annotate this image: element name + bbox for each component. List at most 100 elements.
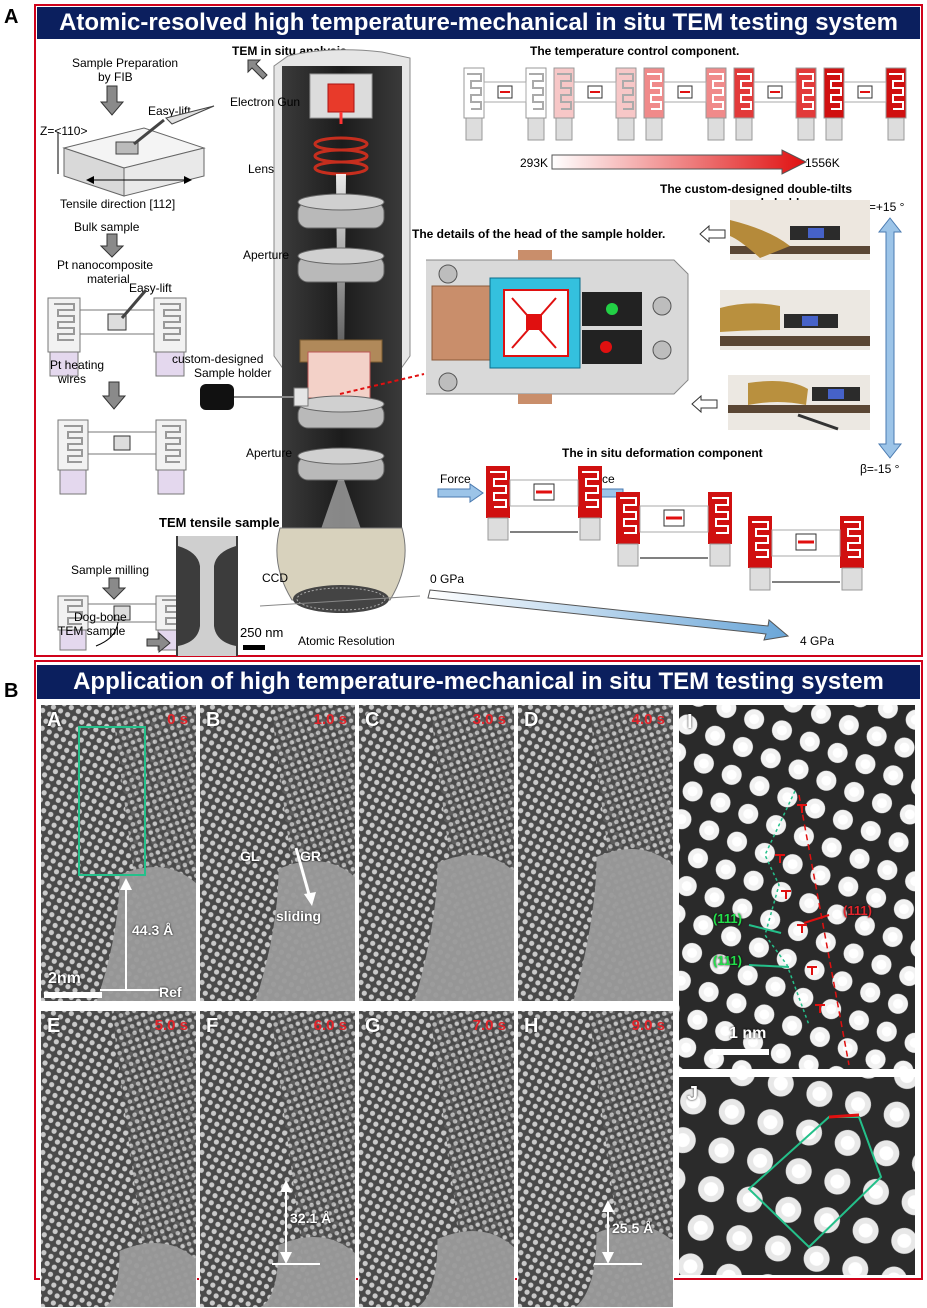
sample-milling-label: Sample milling bbox=[71, 563, 150, 577]
aperture-label-1: Aperture bbox=[243, 248, 290, 262]
stress-gradient-arrow bbox=[427, 589, 790, 641]
frame-timestamp: 9.0 s bbox=[631, 1017, 665, 1034]
gpa-4-label: 4 GPa bbox=[800, 634, 835, 648]
sliding-label: sliding bbox=[276, 908, 322, 924]
sample-holder-rod bbox=[200, 384, 309, 410]
frame-timestamp: 5.0 s bbox=[154, 1017, 188, 1034]
down-arrow-icon bbox=[99, 233, 125, 258]
heater-chip-5 bbox=[823, 67, 907, 141]
lens-label: Lens bbox=[248, 162, 275, 176]
panel-a-title: Atomic-resolved high temperature-mechani… bbox=[37, 7, 920, 39]
dog-bone-label-1: Dog-bone bbox=[74, 610, 127, 624]
left-arrow-icon bbox=[699, 224, 726, 244]
deformation-chip-3 bbox=[748, 516, 864, 591]
head-details-title: The details of the head of the sample ho… bbox=[412, 227, 666, 241]
temp-high-label: 1556K bbox=[805, 156, 840, 170]
frame-timestamp: 7.0 s bbox=[472, 1017, 506, 1034]
scale-250-label: 250 nm bbox=[240, 625, 284, 640]
pt-nano-label-1: Pt nanocomposite bbox=[57, 258, 154, 272]
frame-letter: D bbox=[524, 709, 539, 731]
tilt-double-arrow bbox=[877, 217, 903, 459]
frame-f-annotations bbox=[272, 1180, 320, 1265]
pt-heating-label-2: wires bbox=[58, 372, 87, 386]
hrtem-panel-i: I (111) (111) (111) 1 nm bbox=[678, 704, 916, 1070]
pt-nano-label-2: material bbox=[87, 272, 130, 286]
tem-column-diagram bbox=[259, 49, 421, 613]
tem-frame-g: G 7.0 s bbox=[358, 1010, 515, 1308]
panel-j-letter: J bbox=[687, 1083, 699, 1105]
by-fib-label: by FIB bbox=[98, 70, 133, 84]
left-arrow-icon bbox=[691, 394, 718, 414]
frame-a-annotations bbox=[100, 878, 160, 991]
heater-chip-diagram bbox=[47, 289, 187, 377]
scale-bar bbox=[243, 645, 265, 650]
heater-chip-4 bbox=[733, 67, 817, 141]
right-arrow-icon bbox=[146, 631, 171, 654]
temp-component-title: The temperature control component. bbox=[530, 44, 740, 58]
tensile-sample-title: TEM tensile sample bbox=[159, 515, 280, 530]
ref-label: Ref bbox=[159, 984, 182, 1000]
panel-i-letter: I bbox=[687, 711, 693, 733]
bulk-sample-label: Bulk sample bbox=[74, 220, 140, 234]
frame-h-annotations bbox=[594, 1200, 642, 1265]
easy-lift-label-2: Easy-lift bbox=[129, 281, 172, 295]
holder-head-diagram bbox=[426, 250, 689, 404]
sample-prep-label: Sample Preparation bbox=[72, 56, 179, 70]
tem-frame-a: A 0 s bbox=[40, 704, 197, 1002]
frame-letter: C bbox=[365, 709, 380, 731]
holder-title-1: The custom-designed double-tilts bbox=[660, 182, 853, 196]
electron-gun-label: Electron Gun bbox=[230, 95, 301, 109]
force-left-label: Force bbox=[440, 472, 471, 486]
holder-photo-middle bbox=[720, 290, 870, 350]
down-arrow-icon bbox=[101, 381, 127, 410]
force-arrow-right-icon bbox=[437, 483, 484, 503]
panel-b-letter: B bbox=[4, 680, 19, 702]
tem-frame-d: D 4.0 s bbox=[517, 704, 674, 1002]
tensile-direction-label: Tensile direction [112] bbox=[60, 197, 176, 211]
hrtem-panel-j: J bbox=[678, 1076, 916, 1276]
holder-label-1: custom-designed bbox=[172, 352, 264, 366]
deformation-chip-row bbox=[484, 462, 904, 591]
frame-timestamp: 6.0 s bbox=[313, 1017, 347, 1034]
frame-timestamp: 3.0 s bbox=[472, 711, 506, 728]
bulk-sample-block-diagram bbox=[57, 105, 215, 197]
tem-frame-e: E 5.0 s bbox=[40, 1010, 197, 1308]
diagonal-arrow-icon bbox=[247, 59, 268, 80]
scale-bar-1nm bbox=[713, 1049, 769, 1055]
temperature-gradient-arrow bbox=[551, 149, 808, 175]
tensile-sample-image bbox=[176, 536, 238, 656]
pt-heating-label-1: Pt heating bbox=[50, 358, 105, 372]
holder-photo-top bbox=[730, 200, 870, 260]
frame-timestamp: 4.0 s bbox=[631, 711, 665, 728]
frame-timestamp: 0 s bbox=[167, 711, 188, 728]
frame-letter: G bbox=[365, 1015, 381, 1037]
frame-letter: A bbox=[47, 709, 62, 731]
panel-a-frame bbox=[34, 4, 923, 657]
frame-letter: E bbox=[47, 1015, 61, 1037]
temp-low-label: 293K bbox=[520, 156, 549, 170]
beta-plus-label: β=+15 ° bbox=[862, 200, 905, 214]
holder-label-2: Sample holder bbox=[194, 366, 272, 380]
z-axis-label: Z=<110> bbox=[40, 124, 88, 138]
deformation-title: The in situ deformation component bbox=[562, 446, 763, 460]
holder-pointer-line bbox=[339, 373, 425, 395]
gpa-0-label: 0 GPa bbox=[430, 572, 465, 586]
scale-1nm-label: 1 nm bbox=[729, 1025, 767, 1042]
aperture-label-2: Aperture bbox=[246, 446, 293, 460]
heater-color-row bbox=[462, 64, 912, 144]
distance-label-h: 25.5 Å bbox=[612, 1220, 654, 1236]
heater-chip-diagram-2 bbox=[57, 419, 187, 495]
heater-chip-3 bbox=[643, 67, 727, 141]
region-box bbox=[78, 726, 146, 876]
frame-letter: B bbox=[206, 709, 221, 731]
scale-2nm-label: 2nm bbox=[48, 970, 81, 987]
deformation-chip-2 bbox=[616, 492, 732, 567]
plane-label-2: (111) bbox=[713, 911, 742, 926]
scale-bar-2nm bbox=[44, 992, 102, 998]
ccd-label: CCD bbox=[262, 571, 288, 585]
heater-chip-1 bbox=[463, 67, 547, 141]
distance-label-f: 32.1 Å bbox=[290, 1210, 332, 1226]
